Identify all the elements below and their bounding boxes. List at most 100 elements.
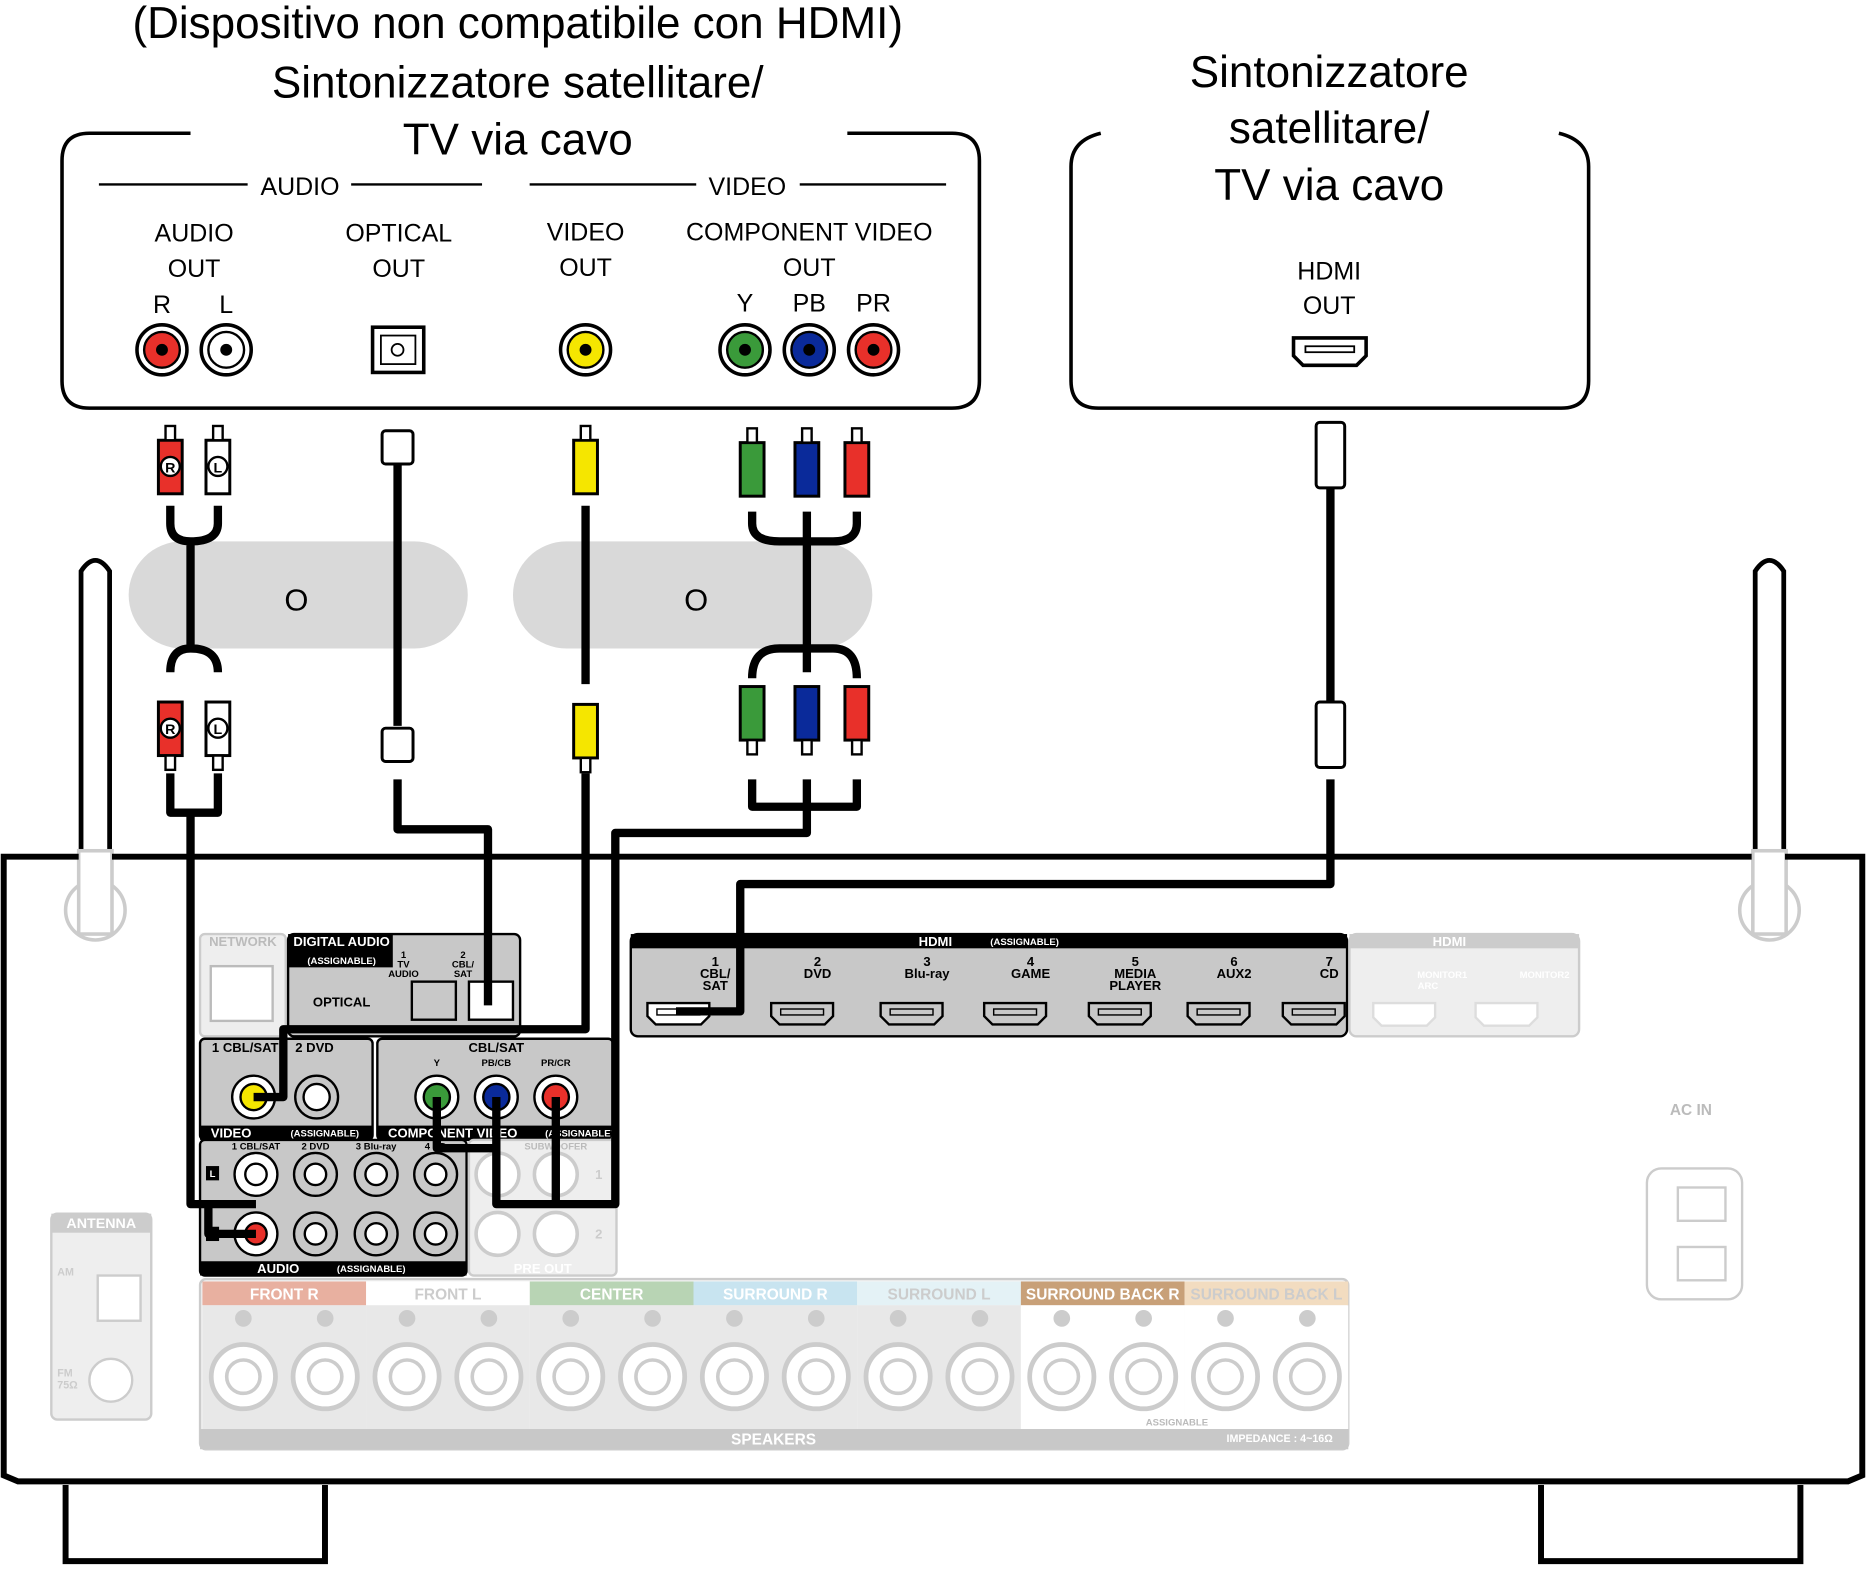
ac-in-label: AC IN (1670, 1102, 1712, 1119)
hdmi-monitor2-port[interactable] (1474, 1001, 1539, 1027)
speaker-terminal-minus[interactable] (618, 1342, 688, 1412)
video-in-title: VIDEO (211, 1126, 252, 1141)
hdmi-in-label: 2 (814, 954, 821, 969)
minus-icon (807, 1310, 825, 1327)
antenna-title: ANTENNA (66, 1216, 136, 1232)
hdmi-in-label: 3 (923, 954, 930, 969)
hdmi-in-label: PLAYER (1109, 978, 1161, 993)
speaker-channel-5: SURROUND L (857, 1281, 1021, 1430)
hdmi-monitor1-port[interactable] (1372, 1001, 1437, 1027)
port1-label-2: AUDIO (388, 969, 419, 980)
port2-label-2: SAT (454, 969, 472, 980)
hdmi-in-label: 5 (1132, 954, 1139, 969)
speaker-channel-label: FRONT L (414, 1286, 481, 1303)
audio-in-1-label: 1 CBL/SAT (232, 1141, 281, 1152)
speaker-channel-label: SURROUND R (723, 1286, 828, 1303)
rca-plug (793, 427, 821, 498)
port1-label: TV (397, 959, 410, 970)
speaker-terminal-plus[interactable] (1027, 1342, 1097, 1412)
hdmi-in-label: GAME (1011, 966, 1051, 981)
hdmi-in-port-7[interactable]: 7CD (1281, 954, 1346, 1026)
hdmi-in-label: 7 (1326, 954, 1333, 969)
antenna-right-icon (1737, 558, 1802, 942)
speaker-terminal-plus[interactable] (863, 1342, 933, 1412)
right-device-title-1: Sintonizzatore (1190, 48, 1469, 97)
rca-jack-green (718, 323, 772, 377)
audio-in-jacks[interactable] (233, 1151, 459, 1257)
comp-in-pr-label: PR/CR (541, 1058, 571, 1069)
arc-label: ARC (1418, 981, 1439, 992)
speaker-channel-label: SURROUND L (888, 1286, 991, 1303)
speaker-terminal-minus[interactable] (454, 1342, 524, 1412)
rca-plug: R (156, 700, 184, 772)
speaker-channel-4: SURROUND R (693, 1281, 858, 1430)
speaker-terminal-minus[interactable] (945, 1342, 1015, 1412)
component-in-title: COMPONENT VIDEO (388, 1126, 517, 1141)
left-device-title-1: (Dispositivo non compatibile con HDMI) (132, 0, 903, 48)
right-device-title-3: TV via cavo (1214, 161, 1444, 210)
speaker-terminal-plus[interactable] (208, 1342, 278, 1412)
comp-y-label: Y (737, 290, 754, 318)
left-device-title-2: Sintonizzatore satellitare/ (272, 59, 765, 108)
speaker-terminal-minus[interactable] (1109, 1342, 1179, 1412)
optical-plug (380, 429, 415, 466)
video-in-1-label: 1 CBL/SAT (212, 1040, 279, 1055)
plus-icon (726, 1310, 743, 1327)
pre-out-jack[interactable] (474, 1210, 521, 1258)
comp-pr-label: PR (856, 290, 891, 318)
pre-out-title: PRE OUT (514, 1261, 572, 1276)
foot-right (1538, 1484, 1804, 1565)
video-group-label: VIDEO (709, 173, 787, 201)
assignable-label: ASSIGNABLE (1146, 1417, 1208, 1428)
hdmi-out-label: HDMI (1297, 258, 1361, 286)
video-cable (253, 505, 590, 1102)
audio-out-label-2: OUT (168, 255, 221, 283)
video-in-assignable: (ASSIGNABLE) (290, 1128, 359, 1139)
am-terminal[interactable] (96, 1274, 142, 1322)
speaker-terminal-plus[interactable] (699, 1342, 769, 1412)
left-device-frame (60, 131, 982, 410)
plus-icon (1217, 1310, 1234, 1327)
rca-plug (738, 427, 766, 498)
speakers-title: SPEAKERS (731, 1431, 816, 1448)
minus-icon (644, 1310, 661, 1327)
plug-label: L (214, 722, 223, 738)
audio-cable-receiver (166, 773, 256, 1239)
speaker-terminal-plus[interactable] (536, 1342, 606, 1412)
fm-jack[interactable] (88, 1357, 134, 1403)
right-device-frame (1069, 131, 1591, 410)
rca-plug (843, 427, 871, 498)
channel-l-label: L (219, 291, 233, 319)
hdmi-out-title: HDMI (1433, 934, 1466, 949)
speaker-channel-7: SURROUND BACK L (1184, 1281, 1349, 1430)
speaker-channel-6: SURROUND BACK R (1020, 1281, 1185, 1430)
speaker-terminal-minus[interactable] (290, 1342, 360, 1412)
optical-cable (393, 464, 493, 1006)
speaker-terminal-minus[interactable] (781, 1342, 851, 1412)
subwoofer-2-jack[interactable] (532, 1210, 580, 1258)
optical-in-1[interactable] (410, 980, 458, 1021)
video-in-2-jack[interactable] (302, 1082, 331, 1112)
lan-port[interactable] (209, 964, 274, 1023)
port2-num: 2 (460, 950, 465, 961)
speaker-terminal-plus[interactable] (1190, 1342, 1261, 1412)
audio-in-title: AUDIO (257, 1261, 299, 1276)
minus-icon (1299, 1310, 1316, 1327)
speaker-terminal-minus[interactable] (1272, 1342, 1342, 1412)
digital-audio-assignable: (ASSIGNABLE) (307, 956, 376, 967)
cables (166, 464, 1335, 1239)
hdmi-in-label: Blu-ray (905, 966, 951, 981)
rca-jack-red (135, 323, 189, 377)
hdmi-in-label: 6 (1230, 954, 1237, 969)
component-cable (747, 511, 862, 679)
audio-in-2-label: 2 DVD (301, 1141, 329, 1152)
speaker-channel-2: FRONT L (366, 1281, 530, 1430)
rca-jack-blue (782, 323, 837, 377)
speaker-terminal-plus[interactable] (372, 1342, 442, 1412)
speaker-channel-3: CENTER (529, 1281, 694, 1430)
